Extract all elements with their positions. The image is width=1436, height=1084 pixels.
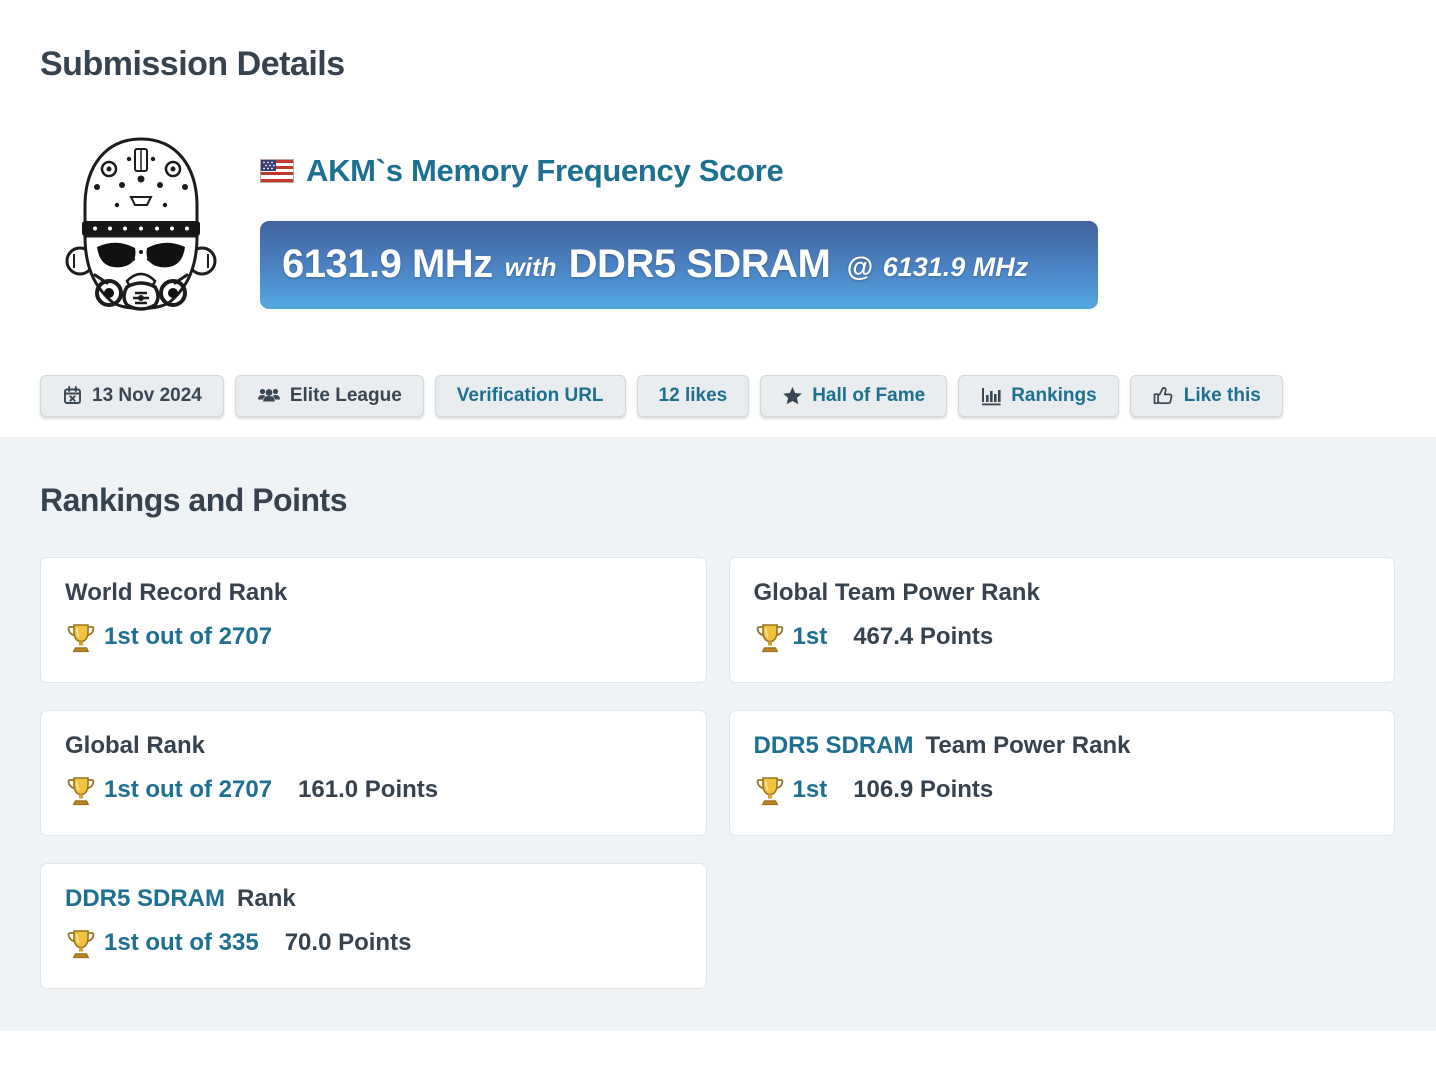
submission-title-line: AKM`s Memory Frequency Score (260, 153, 1396, 189)
rank-line: 1st out of 2707 161.0 Points (65, 774, 682, 806)
thumbs-up-icon (1152, 385, 1175, 406)
rank-line: 1st 106.9 Points (754, 774, 1371, 806)
likes-label: 12 likes (658, 384, 728, 406)
card-title-text: Rank (237, 885, 296, 913)
world-record-rank-card: World Record Rank 1st out of 2707 (40, 557, 707, 684)
hardware-name: DDR5 SDRAM (568, 242, 831, 287)
date-button[interactable]: 13 Nov 2024 (40, 374, 224, 417)
score-value: 6131.9 MHz (282, 242, 493, 287)
rank-line: 1st out of 2707 (65, 621, 682, 653)
rankings-cards-grid: World Record Rank 1st out of 2707 Global… (40, 557, 1395, 990)
trophy-icon (756, 624, 783, 653)
card-title: World Record Rank (65, 579, 682, 607)
hardware-link[interactable]: DDR5 SDRAM (65, 885, 226, 913)
global-rank-card: Global Rank 1st out of 2707 161.0 Points (40, 710, 707, 837)
avatar (40, 135, 260, 321)
bar-chart-icon (980, 386, 1002, 406)
submission-detail-column: AKM`s Memory Frequency Score 6131.9 MHz … (260, 135, 1396, 321)
global-team-power-rank-card: Global Team Power Rank 1st 467.4 Points (728, 557, 1395, 684)
like-this-button[interactable]: Like this (1129, 374, 1283, 417)
points-value: 106.9 Points (853, 776, 994, 804)
rankings-and-points-section: Rankings and Points World Record Rank 1s… (0, 436, 1436, 1031)
rank-value[interactable]: 1st (792, 776, 828, 804)
card-title: DDR5 SDRAM Rank (65, 885, 682, 913)
points-value: 70.0 Points (284, 929, 412, 957)
page-title: Submission Details (40, 45, 345, 83)
trophy-icon (67, 777, 95, 806)
submission-title[interactable]: AKM`s Memory Frequency Score (306, 152, 784, 188)
rank-value[interactable]: 1st out of 2707 (104, 776, 273, 804)
points-value: 161.0 Points (298, 776, 439, 804)
trophy-icon (756, 777, 783, 806)
frequency-value: 6131.9 MHz (882, 252, 1029, 283)
card-title-text: World Record Rank (65, 579, 288, 607)
trophy-icon (67, 930, 95, 959)
meta-button-row: 13 Nov 2024 Elite League Verification UR… (40, 374, 1396, 417)
like-this-label: Like this (1183, 384, 1261, 406)
at-symbol: @ (846, 252, 873, 283)
likes-button[interactable]: 12 likes (636, 374, 750, 417)
hardware-team-power-rank-card: DDR5 SDRAM Team Power Rank 1st 106.9 Poin… (728, 710, 1395, 837)
rank-line: 1st out of 335 70.0 Points (65, 927, 682, 959)
rank-value[interactable]: 1st out of 2707 (104, 623, 273, 651)
card-title-text: Global Rank (65, 732, 206, 760)
calendar-icon (62, 385, 83, 406)
league-button[interactable]: Elite League (234, 374, 424, 417)
rankings-button[interactable]: Rankings (958, 374, 1119, 417)
rank-value[interactable]: 1st out of 335 (104, 929, 259, 957)
rank-line: 1st 467.4 Points (754, 621, 1371, 653)
verification-url-button[interactable]: Verification URL (434, 374, 626, 417)
rankings-heading: Rankings and Points (40, 481, 347, 518)
hall-of-fame-button[interactable]: Hall of Fame (760, 374, 948, 417)
trophy-icon (67, 624, 95, 653)
verification-url-label: Verification URL (456, 384, 604, 406)
points-value: 467.4 Points (853, 623, 994, 651)
us-flag-icon (260, 158, 294, 183)
users-icon (257, 386, 281, 405)
card-title-text: Team Power Rank (925, 732, 1131, 760)
hardware-rank-card: DDR5 SDRAM Rank 1st out of 335 70.0 Point… (40, 863, 707, 990)
stormtrooper-skull-avatar-image (65, 137, 217, 311)
hall-of-fame-label: Hall of Fame (812, 384, 926, 406)
rankings-label: Rankings (1011, 384, 1097, 406)
league-label: Elite League (289, 384, 402, 406)
date-label: 13 Nov 2024 (92, 384, 202, 406)
submission-media-row: AKM`s Memory Frequency Score 6131.9 MHz … (40, 135, 1396, 321)
card-title: DDR5 SDRAM Team Power Rank (754, 732, 1371, 760)
score-banner: 6131.9 MHz with DDR5 SDRAM @ 6131.9 MHz (260, 220, 1098, 309)
card-title-text: Global Team Power Rank (753, 579, 1040, 607)
star-icon (782, 386, 803, 406)
score-connector: with (504, 252, 557, 283)
submission-details-section: Submission Details (0, 44, 1436, 417)
card-title: Global Rank (65, 732, 682, 760)
hardware-link[interactable]: DDR5 SDRAM (753, 732, 914, 760)
card-title: Global Team Power Rank (754, 579, 1371, 607)
rank-value[interactable]: 1st (792, 623, 828, 651)
